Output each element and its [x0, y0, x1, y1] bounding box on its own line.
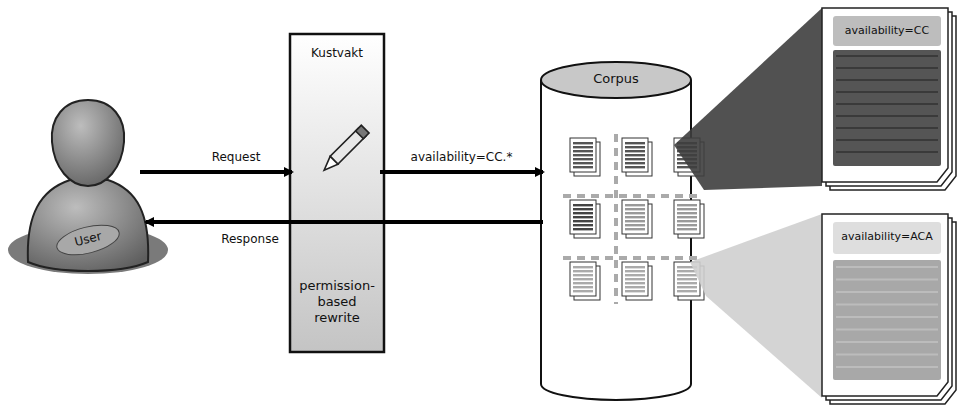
- edge-label: Response: [218, 232, 282, 246]
- pencil-icon: [320, 125, 369, 174]
- user-actor: User: [20, 98, 156, 276]
- actor-label: User: [63, 226, 113, 251]
- zoom-wedge: [690, 214, 822, 398]
- cylinder-label: Corpus: [541, 71, 691, 86]
- document-stack: [822, 214, 956, 404]
- document-label: availability=ACA: [833, 222, 941, 252]
- corpus-database: Corpus: [541, 62, 691, 392]
- edge-label: Request: [209, 150, 264, 164]
- box-body: permission-based rewrite: [299, 278, 375, 326]
- document-grid: [563, 134, 704, 304]
- text-lines: [836, 56, 938, 367]
- corpus-cylinder: [541, 62, 691, 400]
- document-callout: availability=CC: [822, 8, 948, 182]
- box-title: Kustvakt: [290, 46, 384, 60]
- server-box: [290, 34, 384, 352]
- user-icon: [8, 100, 168, 274]
- flow-arrow: [380, 170, 543, 174]
- zoom-wedge: [674, 8, 822, 190]
- flow-arrow: [146, 220, 543, 224]
- server-box: Kustvakt permission-based rewrite: [290, 34, 384, 352]
- flow-arrow: [140, 170, 292, 174]
- document-callout: availability=ACA: [822, 214, 948, 396]
- edge-label: availability=CC.*: [408, 150, 516, 164]
- document-stack: [822, 8, 956, 190]
- document-label: availability=CC: [833, 16, 941, 46]
